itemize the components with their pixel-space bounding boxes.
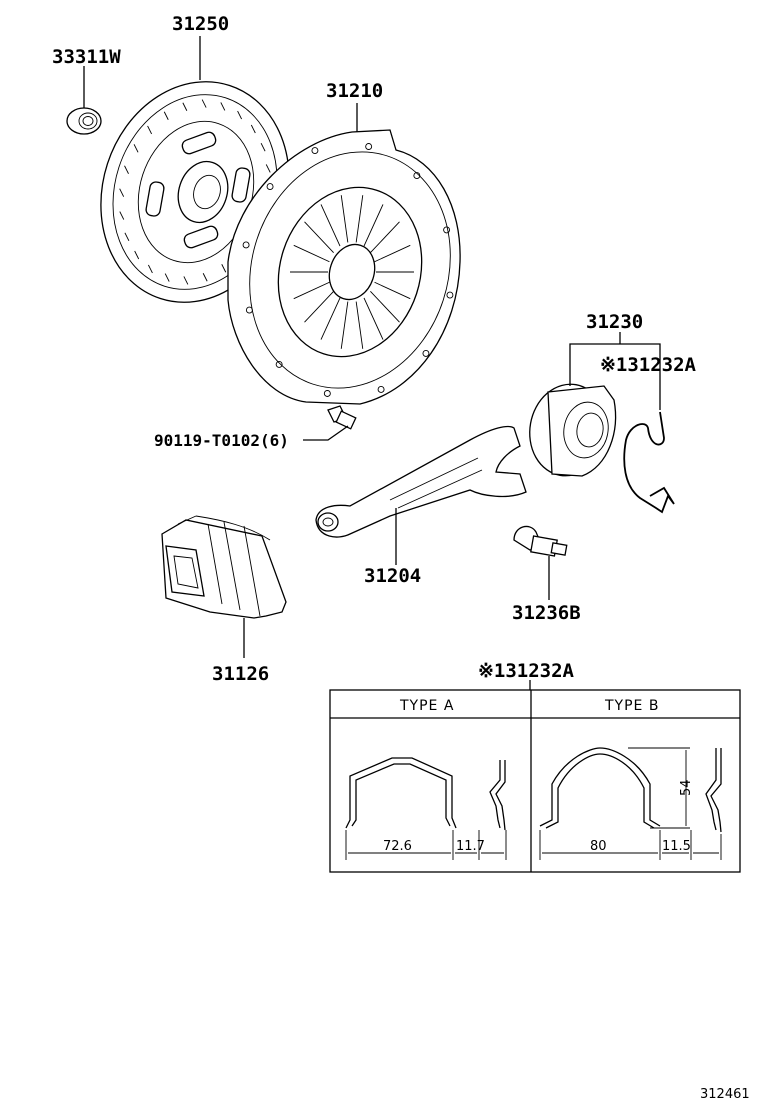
release-bearing-31230[interactable] [523, 378, 617, 482]
type-b-dimlines [542, 750, 719, 854]
label-31232a: ※131232A [600, 354, 697, 376]
disc-rivet [124, 232, 130, 241]
cover-hole [275, 360, 283, 368]
type-a-extensions [345, 830, 507, 860]
pivot-31236b[interactable] [513, 525, 568, 557]
disc-rivet [237, 110, 242, 120]
boot-31126[interactable] [161, 515, 287, 619]
detail-title: ※131232A [478, 660, 575, 682]
disc-rivet [221, 264, 227, 273]
disc-rivet [183, 276, 189, 285]
cover-hole [365, 143, 373, 150]
disc-rivet [164, 273, 170, 282]
release-clip-31232a[interactable] [623, 411, 675, 514]
cover-hole [446, 291, 454, 299]
disc-rivet [182, 102, 188, 111]
disc-rivet [250, 124, 256, 134]
spring-finger [293, 244, 330, 263]
label-31230: 31230 [586, 311, 643, 333]
type-a-width: 72.6 [383, 839, 412, 854]
disc-rivet [119, 211, 125, 220]
type-b-width: 80 [590, 839, 607, 854]
cover-hole [443, 226, 451, 234]
disc-rivet [124, 165, 129, 174]
disc-rivet [134, 250, 140, 260]
disc-rivet [163, 111, 169, 120]
type-a-header: TYPE A [399, 698, 454, 714]
spring-finger [340, 195, 349, 243]
spring-finger [355, 195, 364, 243]
pilot-bearing-33311w[interactable] [66, 107, 102, 135]
spring-finger [304, 290, 334, 323]
leader-90119 [303, 425, 349, 441]
spring-finger [370, 290, 400, 323]
release-fork-31204[interactable] [315, 425, 527, 538]
bolt-90119[interactable] [327, 405, 357, 430]
spring-finger [355, 301, 364, 349]
disc-rivet [133, 144, 139, 153]
spring-finger [293, 281, 330, 300]
spring-finger [320, 204, 341, 247]
spring-finger [340, 301, 349, 349]
label-31204: 31204 [364, 565, 421, 587]
leader-31230 [569, 343, 661, 410]
cover-hole [413, 172, 421, 180]
spring-finger [363, 297, 384, 340]
spring-finger [320, 297, 341, 340]
cover-hole [311, 147, 319, 154]
type-a-depth: 11.7 [456, 839, 485, 854]
spring-finger [363, 204, 384, 247]
disc-rivet [147, 125, 153, 135]
type-a-clip [345, 757, 506, 831]
cover-hole [422, 349, 430, 357]
spring-finger [304, 221, 334, 254]
cover-hole [242, 241, 250, 249]
cover-hole [377, 386, 385, 393]
disc-rivet [260, 143, 266, 152]
cover-hole [323, 390, 331, 397]
type-b-extensions [539, 747, 722, 860]
disc-rivet [119, 188, 125, 197]
label-31210: 31210 [326, 80, 383, 102]
type-b-height: 54 [679, 779, 694, 796]
spring-finger [374, 244, 411, 263]
disc-rivet [265, 164, 271, 173]
label-31250: 31250 [172, 13, 229, 35]
label-33311w: 33311W [52, 46, 121, 68]
cover-hole [266, 183, 274, 191]
disc-rivet [201, 99, 207, 108]
type-b-header: TYPE B [604, 698, 659, 714]
disc-rivet [220, 102, 226, 111]
clutch-cover-31210[interactable] [220, 126, 481, 415]
disc-rivet [148, 264, 153, 274]
spring-finger [370, 221, 400, 254]
disc-rivet [202, 273, 208, 282]
reference-number: 312461 [700, 1087, 750, 1102]
label-31236b: 31236B [512, 602, 581, 624]
type-b-depth: 11.5 [662, 839, 691, 854]
cover-hole [245, 306, 253, 314]
spring-finger [374, 281, 411, 300]
label-90119: 90119-T0102(6) [154, 431, 289, 450]
detail-table [329, 689, 741, 873]
type-b-clip [539, 747, 722, 833]
label-31126: 31126 [212, 663, 269, 685]
